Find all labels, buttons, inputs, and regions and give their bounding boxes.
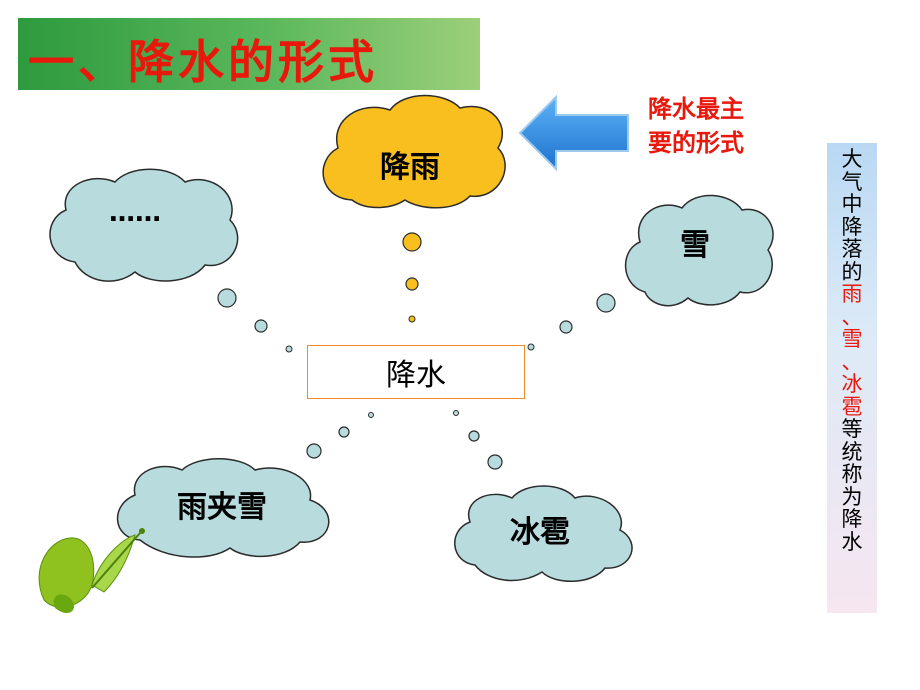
page-title: 一、降水的形式 [28,35,378,89]
sidebar-text-black-2: 等统称为降水 [841,417,863,554]
connector-bubble [559,320,573,334]
cloud-label-sleet: 雨夹雪 [177,490,267,525]
snow-cloud [624,194,774,307]
sidebar-text-red: 雨、雪、冰雹 [841,282,863,419]
cloud-label-hail: 冰雹 [510,515,570,550]
connector-bubble [306,443,322,459]
connector-bubble [402,232,422,252]
connector-bubble [338,426,350,438]
sidebar-text: 大气中降落的 雨、雪、冰雹 等统称为降水 [827,148,877,553]
center-box-precipitation: 降水 [307,345,525,399]
cloud-label-snow: 雪 [680,228,710,263]
connector-bubble [408,315,416,323]
arrow-left-icon [518,94,629,172]
note-line: 降水最主 [648,95,744,123]
connector-bubble [368,412,374,418]
note-main-form: 降水最主 要的形式 [648,92,744,160]
connector-bubble [453,410,459,416]
sidebar-definition: 大气中降落的 雨、雪、冰雹 等统称为降水 [827,143,877,613]
ellipsis-cloud [49,168,239,282]
connector-bubble [217,288,237,308]
connector-bubble [527,343,535,351]
hail-cloud [454,485,633,583]
connector-bubble [405,277,419,291]
connector-bubble [254,319,268,333]
title-bar [18,18,480,90]
rain-cloud [322,94,506,209]
butterfly-icon [38,528,145,614]
note-line: 要的形式 [648,129,744,157]
cloud-label-ellipsis: …… [109,198,161,228]
connector-bubble [468,430,480,442]
sidebar-text-black-1: 大气中降落的 [841,147,863,284]
sleet-cloud [116,458,330,558]
connector-bubble [487,454,503,470]
cloud-label-rain: 降雨 [380,150,440,185]
connector-bubble [596,293,616,313]
connector-bubble [285,345,293,353]
